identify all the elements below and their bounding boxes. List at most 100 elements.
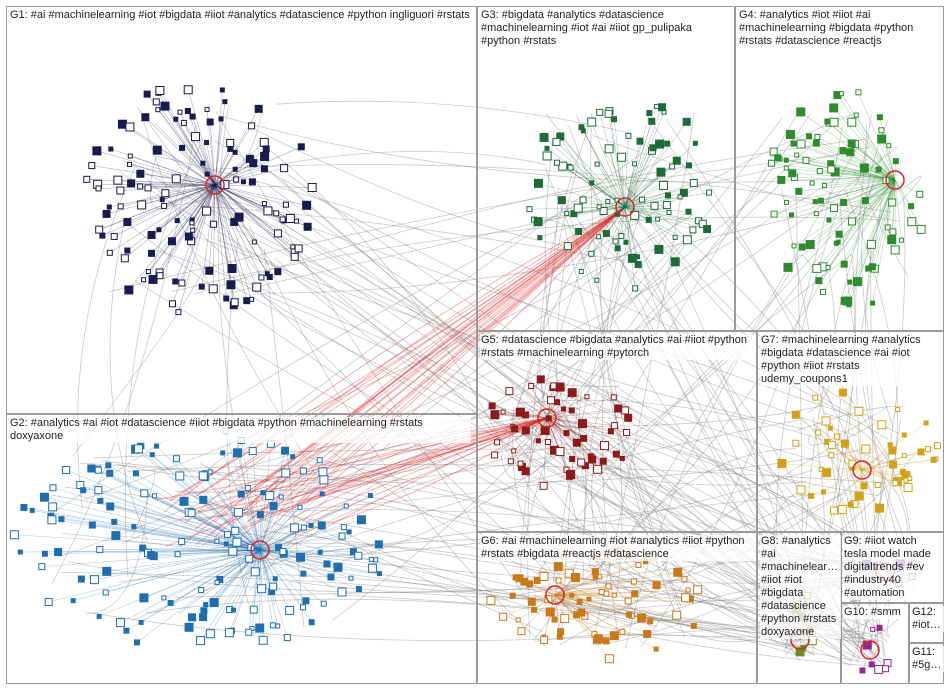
node bbox=[224, 531, 232, 539]
node bbox=[835, 239, 841, 245]
node bbox=[244, 485, 251, 492]
node bbox=[889, 228, 897, 236]
group-box-g4 bbox=[735, 6, 944, 331]
edge bbox=[556, 141, 626, 208]
edge bbox=[98, 184, 216, 231]
node bbox=[224, 628, 234, 638]
node bbox=[102, 566, 112, 576]
node bbox=[604, 654, 614, 664]
edge bbox=[211, 542, 669, 603]
edge bbox=[861, 444, 891, 471]
edge bbox=[183, 122, 216, 186]
node bbox=[161, 202, 168, 209]
node bbox=[47, 515, 57, 525]
node bbox=[925, 446, 932, 453]
edge bbox=[546, 417, 593, 460]
node bbox=[494, 439, 501, 446]
node bbox=[795, 647, 805, 657]
node bbox=[917, 448, 925, 456]
edge bbox=[65, 486, 873, 638]
edge bbox=[888, 145, 896, 181]
edge bbox=[894, 179, 912, 207]
edge bbox=[157, 149, 216, 186]
edge bbox=[861, 422, 927, 471]
node bbox=[593, 634, 603, 644]
edge bbox=[513, 117, 784, 425]
node bbox=[505, 387, 514, 396]
edge bbox=[513, 417, 548, 452]
edge bbox=[96, 150, 216, 186]
edge-highlight bbox=[304, 206, 626, 505]
node bbox=[226, 138, 235, 147]
node bbox=[790, 140, 797, 147]
edge bbox=[306, 456, 802, 617]
node bbox=[173, 116, 179, 122]
edge bbox=[561, 399, 879, 497]
edge bbox=[624, 121, 687, 208]
node bbox=[892, 158, 899, 165]
edge bbox=[170, 549, 261, 604]
node bbox=[290, 523, 300, 533]
group-label-g1: G1: #ai #machinelearning #iot #bigdata #… bbox=[9, 9, 471, 22]
node bbox=[587, 453, 594, 460]
node bbox=[610, 394, 617, 401]
node bbox=[200, 160, 206, 166]
edge bbox=[546, 417, 586, 466]
node bbox=[320, 600, 327, 607]
edge bbox=[32, 510, 261, 551]
node bbox=[172, 455, 180, 463]
edge bbox=[212, 184, 216, 289]
edge bbox=[120, 184, 216, 191]
node bbox=[796, 485, 806, 495]
edge bbox=[148, 184, 216, 189]
node bbox=[245, 554, 254, 563]
node bbox=[783, 157, 789, 163]
node bbox=[302, 597, 310, 605]
node bbox=[655, 216, 661, 222]
node bbox=[156, 272, 164, 280]
edge bbox=[554, 423, 879, 564]
node bbox=[852, 277, 862, 287]
node bbox=[853, 112, 859, 118]
node bbox=[785, 129, 795, 139]
edge bbox=[861, 469, 904, 473]
node bbox=[560, 406, 566, 412]
edge bbox=[817, 136, 896, 181]
node bbox=[294, 218, 300, 224]
edge bbox=[546, 417, 584, 439]
node bbox=[833, 433, 840, 440]
node bbox=[491, 451, 499, 459]
edge-highlight bbox=[247, 206, 626, 522]
edge bbox=[554, 593, 635, 596]
node bbox=[338, 532, 346, 540]
node bbox=[153, 443, 159, 449]
node bbox=[266, 274, 273, 281]
edge bbox=[898, 175, 922, 205]
node bbox=[573, 611, 581, 619]
edge bbox=[109, 184, 216, 254]
edge bbox=[833, 122, 896, 181]
node bbox=[655, 139, 665, 149]
node bbox=[327, 573, 335, 581]
edge bbox=[289, 581, 807, 602]
edge bbox=[554, 589, 689, 596]
node bbox=[251, 239, 257, 245]
node bbox=[611, 116, 618, 123]
node bbox=[256, 511, 264, 519]
edge bbox=[143, 184, 216, 280]
edge bbox=[259, 549, 307, 602]
edge bbox=[554, 564, 639, 596]
node bbox=[167, 237, 176, 246]
edge-highlight bbox=[153, 417, 548, 501]
edge bbox=[214, 184, 279, 272]
node bbox=[916, 224, 926, 234]
edge bbox=[599, 112, 626, 208]
edge bbox=[554, 594, 657, 650]
node bbox=[794, 152, 800, 158]
node bbox=[152, 98, 160, 106]
edge bbox=[554, 576, 596, 596]
node bbox=[847, 501, 854, 508]
node bbox=[124, 247, 131, 254]
node bbox=[567, 164, 574, 171]
edge-highlight bbox=[235, 417, 548, 549]
